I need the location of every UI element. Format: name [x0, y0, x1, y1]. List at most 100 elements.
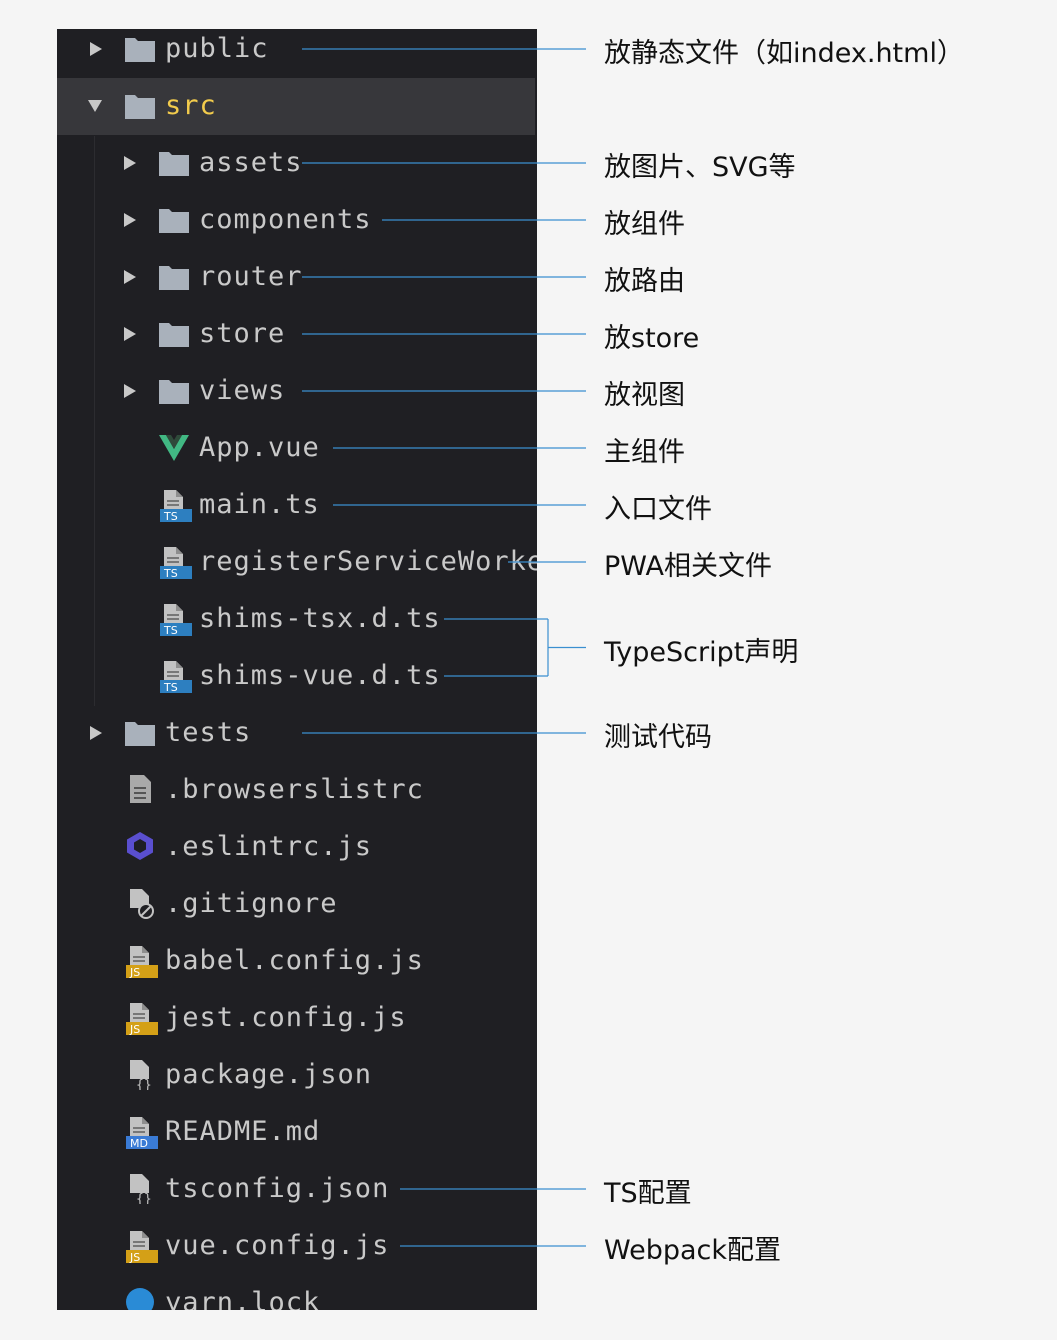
tree-row-main-ts[interactable]: TS main.ts — [57, 477, 537, 534]
annotation-label: 放路由 — [604, 266, 685, 297]
tree-row-readme-md[interactable]: MD README.md — [57, 1104, 537, 1161]
tree-item-label: src — [165, 89, 217, 121]
js-file-icon: JS — [124, 1001, 158, 1036]
svg-text:TS: TS — [163, 567, 178, 579]
gitignore-icon — [124, 887, 156, 919]
annotation-label: 入口文件 — [604, 494, 712, 525]
tree-item-label: .eslintrc.js — [165, 830, 373, 862]
annotation-label: 放store — [604, 323, 700, 354]
json-file-icon: {} — [124, 1058, 156, 1093]
tree-item-label: shims-tsx.d.ts — [199, 602, 441, 634]
svg-text:TS: TS — [163, 510, 178, 522]
js-file-icon: JS — [124, 1229, 158, 1264]
folder-icon — [158, 261, 190, 293]
annotation-label: 放静态文件（如index.html） — [604, 38, 964, 69]
tree-row-browserslistrc[interactable]: .browserslistrc — [57, 762, 537, 819]
annotation-label: TypeScript声明 — [604, 636, 799, 668]
svg-text:JS: JS — [129, 1023, 140, 1035]
folder-icon — [158, 204, 190, 236]
vue-icon — [158, 431, 190, 463]
chevron-right-icon[interactable] — [90, 41, 102, 56]
tree-item-label: public — [165, 32, 269, 64]
tree-row-gitignore[interactable]: .gitignore — [57, 876, 537, 933]
chevron-right-icon[interactable] — [124, 269, 136, 284]
svg-text:{}: {} — [136, 1078, 152, 1090]
file-explorer-tree: public src assets components router store view… — [57, 29, 537, 1310]
annotation-label: 放视图 — [604, 380, 685, 411]
folder-icon — [158, 318, 190, 350]
ts-file-icon: TS — [158, 659, 192, 694]
folder-icon — [158, 147, 190, 179]
chevron-down-icon[interactable] — [88, 99, 102, 112]
tree-item-label: babel.config.js — [165, 944, 424, 976]
tree-row-eslintrc-js[interactable]: .eslintrc.js — [57, 819, 537, 876]
tree-item-label: tests — [165, 716, 252, 748]
annotation-label: 主组件 — [604, 437, 685, 468]
tree-item-label: views — [199, 374, 286, 406]
tree-item-label: registerServiceWorker.ts — [199, 545, 537, 577]
indent-guide — [94, 136, 95, 706]
tree-item-label: yarn.lock — [165, 1286, 321, 1311]
json-file-icon: {} — [124, 1172, 156, 1207]
tree-row-app-vue[interactable]: App.vue — [57, 420, 537, 477]
tree-row-src[interactable]: src — [57, 77, 535, 135]
ts-file-icon: TS — [158, 545, 192, 580]
svg-text:TS: TS — [163, 681, 178, 693]
tree-row-vue-config-js[interactable]: JS vue.config.js — [57, 1218, 537, 1275]
text-file-icon — [124, 773, 156, 805]
tree-item-label: .gitignore — [165, 887, 338, 919]
tree-item-label: tsconfig.json — [165, 1172, 390, 1204]
tree-row-store[interactable]: store — [57, 306, 537, 363]
tree-item-label: shims-vue.d.ts — [199, 659, 441, 691]
md-file-icon: MD — [124, 1115, 158, 1150]
tree-row-babel-config-js[interactable]: JS babel.config.js — [57, 933, 537, 990]
tree-item-label: package.json — [165, 1058, 373, 1090]
svg-text:TS: TS — [163, 624, 178, 636]
yarn-icon — [124, 1286, 156, 1310]
svg-text:{}: {} — [136, 1192, 152, 1204]
chevron-right-icon[interactable] — [124, 383, 136, 398]
chevron-right-icon[interactable] — [124, 326, 136, 341]
svg-text:JS: JS — [129, 1251, 140, 1263]
tree-item-label: jest.config.js — [165, 1001, 407, 1033]
tree-item-label: router — [199, 260, 303, 292]
eslint-icon — [124, 830, 156, 862]
tree-row-tests[interactable]: tests — [57, 705, 537, 762]
tree-row-public[interactable]: public — [57, 29, 537, 78]
tree-row-assets[interactable]: assets — [57, 135, 537, 192]
tree-item-label: main.ts — [199, 488, 320, 520]
tree-item-label: README.md — [165, 1115, 321, 1147]
annotation-label: Webpack配置 — [604, 1235, 782, 1266]
tree-row-jest-config-js[interactable]: JS jest.config.js — [57, 990, 537, 1047]
tree-row-tsconfig-json[interactable]: {} tsconfig.json — [57, 1161, 537, 1218]
folder-icon — [124, 33, 156, 65]
folder-icon — [124, 90, 156, 122]
tree-row-views[interactable]: views — [57, 363, 537, 420]
ts-file-icon: TS — [158, 602, 192, 637]
tree-item-label: store — [199, 317, 286, 349]
tree-item-label: components — [199, 203, 372, 235]
tree-item-label: App.vue — [199, 431, 320, 463]
chevron-right-icon[interactable] — [90, 725, 102, 740]
folder-icon — [158, 375, 190, 407]
folder-icon — [124, 717, 156, 749]
annotation-label: PWA相关文件 — [604, 551, 772, 582]
tree-row-package-json[interactable]: {} package.json — [57, 1047, 537, 1104]
chevron-right-icon[interactable] — [124, 212, 136, 227]
tree-row-yarn-lock[interactable]: yarn.lock — [57, 1275, 537, 1311]
tree-row-registerserviceworker-ts[interactable]: TS registerServiceWorker.ts — [57, 534, 537, 591]
annotation-label: 测试代码 — [604, 722, 712, 753]
tree-item-label: vue.config.js — [165, 1229, 390, 1261]
tree-item-label: assets — [199, 146, 303, 178]
chevron-right-icon[interactable] — [124, 155, 136, 170]
tree-row-router[interactable]: router — [57, 249, 537, 306]
svg-text:JS: JS — [129, 966, 140, 978]
svg-text:MD: MD — [130, 1137, 148, 1149]
tree-row-shims-vue-d-ts[interactable]: TS shims-vue.d.ts — [57, 648, 537, 705]
annotation-label: 放组件 — [604, 209, 685, 240]
tree-item-label: .browserslistrc — [165, 773, 424, 805]
annotation-label: 放图片、SVG等 — [604, 152, 796, 183]
ts-file-icon: TS — [158, 488, 192, 523]
tree-row-shims-tsx-d-ts[interactable]: TS shims-tsx.d.ts — [57, 591, 537, 648]
tree-row-components[interactable]: components — [57, 192, 537, 249]
